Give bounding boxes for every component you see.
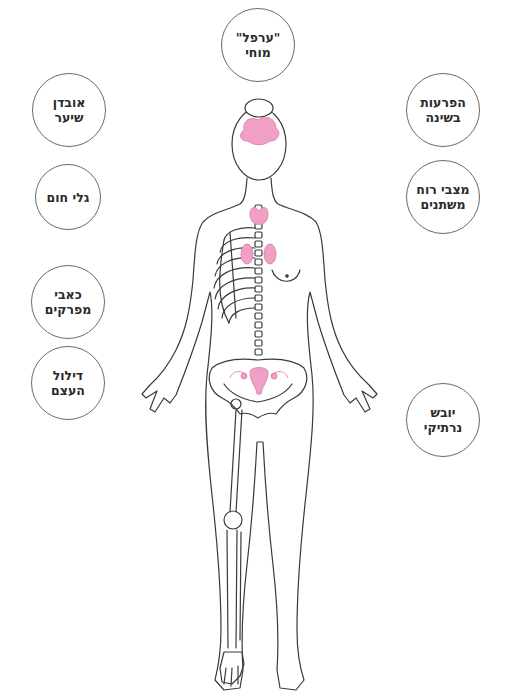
leg-skeleton <box>220 410 244 686</box>
symptom-label: הפרעות בשינה <box>414 95 472 125</box>
hair-bun <box>245 99 273 117</box>
pelvis <box>209 359 307 418</box>
symptom-label: אובדן שיער <box>40 95 98 125</box>
spine <box>255 205 262 355</box>
symptom-circle: גלי חום <box>35 164 101 230</box>
breast <box>272 270 300 281</box>
symptom-label: מצבי רוח משתנים <box>414 182 472 212</box>
symptom-label: כאבי מפרקים <box>39 287 97 317</box>
head <box>232 108 286 180</box>
symptom-circle: "ערפל" מוחי <box>221 8 295 82</box>
breast-tissue <box>264 244 276 264</box>
symptom-circle: מצבי רוח משתנים <box>406 160 480 234</box>
symptom-circle: אובדן שיער <box>32 73 106 147</box>
symptom-label: "ערפל" מוחי <box>229 30 287 60</box>
ovary <box>241 373 247 379</box>
symptom-label: יובש נרתיקי <box>414 405 472 435</box>
fallopian-tubes <box>230 372 288 378</box>
breast-tissue <box>241 244 253 264</box>
thyroid <box>250 208 268 225</box>
symptom-label: גלי חום <box>47 190 90 205</box>
ovary <box>271 373 277 379</box>
symptom-circle: דילול העצם <box>31 346 105 420</box>
symptom-label: דילול העצם <box>39 368 97 398</box>
symptom-circle: יובש נרתיקי <box>406 383 480 457</box>
symptom-circle: כאבי מפרקים <box>31 265 105 339</box>
rib-cage <box>214 228 255 323</box>
hip-joint <box>231 399 241 409</box>
body-outline <box>142 178 377 690</box>
brain <box>241 117 279 145</box>
uterus <box>250 368 268 395</box>
nipple <box>286 275 288 277</box>
symptom-circle: הפרעות בשינה <box>406 73 480 147</box>
